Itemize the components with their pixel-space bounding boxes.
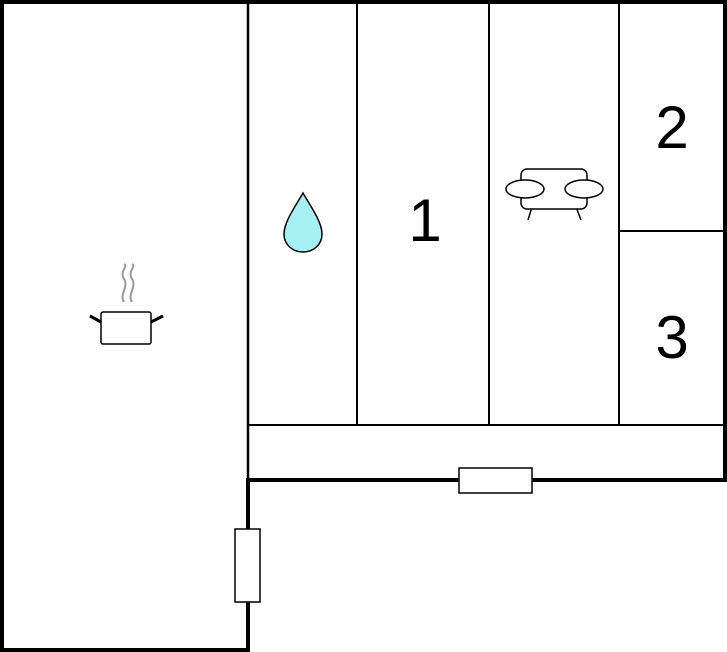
bedroom-2-label: 2 bbox=[655, 94, 688, 161]
water-drop-icon bbox=[283, 191, 323, 253]
window-bottom bbox=[458, 467, 533, 494]
sofa-icon bbox=[505, 168, 604, 221]
cooking-pot-icon bbox=[89, 263, 164, 345]
bedroom-3-label: 3 bbox=[655, 304, 688, 371]
bedroom-1-label: 1 bbox=[408, 187, 441, 254]
window-left bbox=[234, 528, 261, 603]
